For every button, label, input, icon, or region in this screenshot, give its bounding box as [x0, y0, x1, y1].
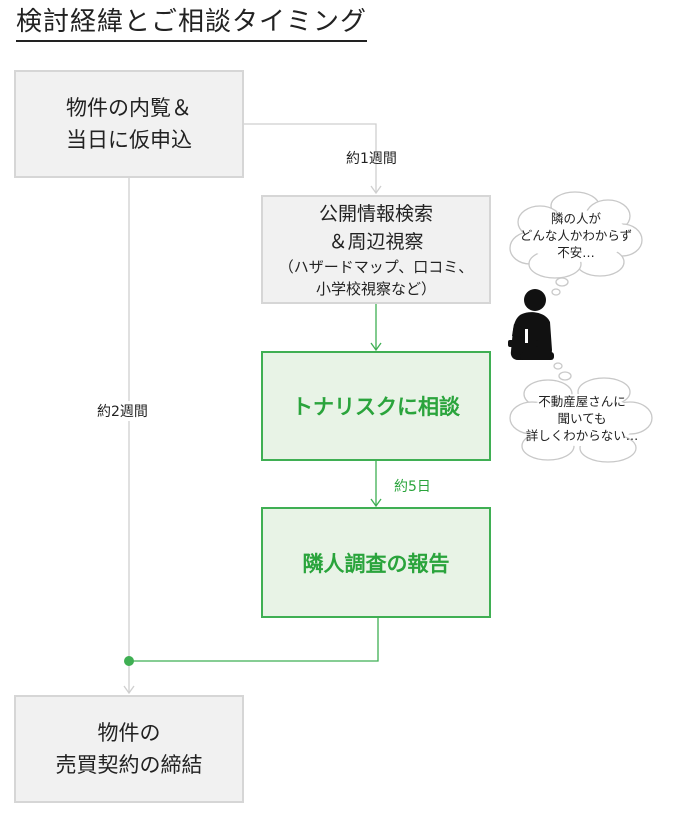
bubble-bottom-line1: 不動産屋さんに — [538, 394, 626, 409]
consult-label: トナリスクに相談 — [292, 395, 460, 419]
arrowhead-research — [370, 185, 382, 195]
viewing-line2: 当日に仮申込 — [66, 128, 192, 152]
consult-box: トナリスクに相談 — [261, 351, 491, 461]
research-line3: （ハザードマップ、口コミ、 — [278, 257, 474, 276]
bubble-bottom-text: 不動産屋さんに 聞いても 詳しくわからない… — [514, 393, 650, 444]
thinking-person-icon — [508, 289, 554, 360]
connector-viewing-to-research — [243, 123, 377, 192]
days5-label: 約5日 — [394, 479, 431, 495]
week2-label: 約2週間 — [97, 401, 148, 421]
bubble-top-line1: 隣の人が — [550, 211, 601, 226]
report-box: 隣人調査の報告 — [261, 507, 491, 618]
research-line1: 公開情報検索 — [318, 202, 433, 225]
thought-bubble-bottom — [509, 362, 653, 463]
bubble-top-line2: どんな人かわからず — [519, 228, 633, 243]
bubble-bottom-line2: 聞いても — [557, 411, 607, 426]
week1-label: 約1週間 — [346, 151, 397, 167]
contract-box: 物件の 売買契約の締結 — [14, 695, 244, 803]
thought-bubble-top — [509, 191, 643, 296]
contract-line1: 物件の — [97, 721, 161, 745]
bubble-top-line3: 不安… — [557, 245, 595, 260]
research-line4: 小学校視察など） — [315, 279, 436, 298]
page-title: 検討経緯とご相談タイミング — [16, 6, 368, 42]
arrowhead-contract — [123, 685, 135, 695]
contract-line2: 売買契約の締結 — [55, 753, 203, 777]
connector-report-to-merge — [129, 618, 379, 662]
arrowhead-report — [370, 498, 382, 508]
report-label: 隣人調査の報告 — [302, 551, 450, 576]
research-line2: ＆周辺視察 — [328, 230, 424, 253]
viewing-line1: 物件の内覧＆ — [66, 96, 192, 120]
bubble-bottom-line3: 詳しくわからない… — [525, 428, 639, 443]
viewing-box: 物件の内覧＆ 当日に仮申込 — [14, 70, 244, 178]
research-box: 公開情報検索 ＆周辺視察 （ハザードマップ、口コミ、 小学校視察など） — [261, 195, 491, 304]
bubble-top-text: 隣の人が どんな人かわからず 不安… — [519, 210, 633, 261]
arrowhead-consult — [370, 342, 382, 352]
merge-dot — [124, 656, 134, 666]
